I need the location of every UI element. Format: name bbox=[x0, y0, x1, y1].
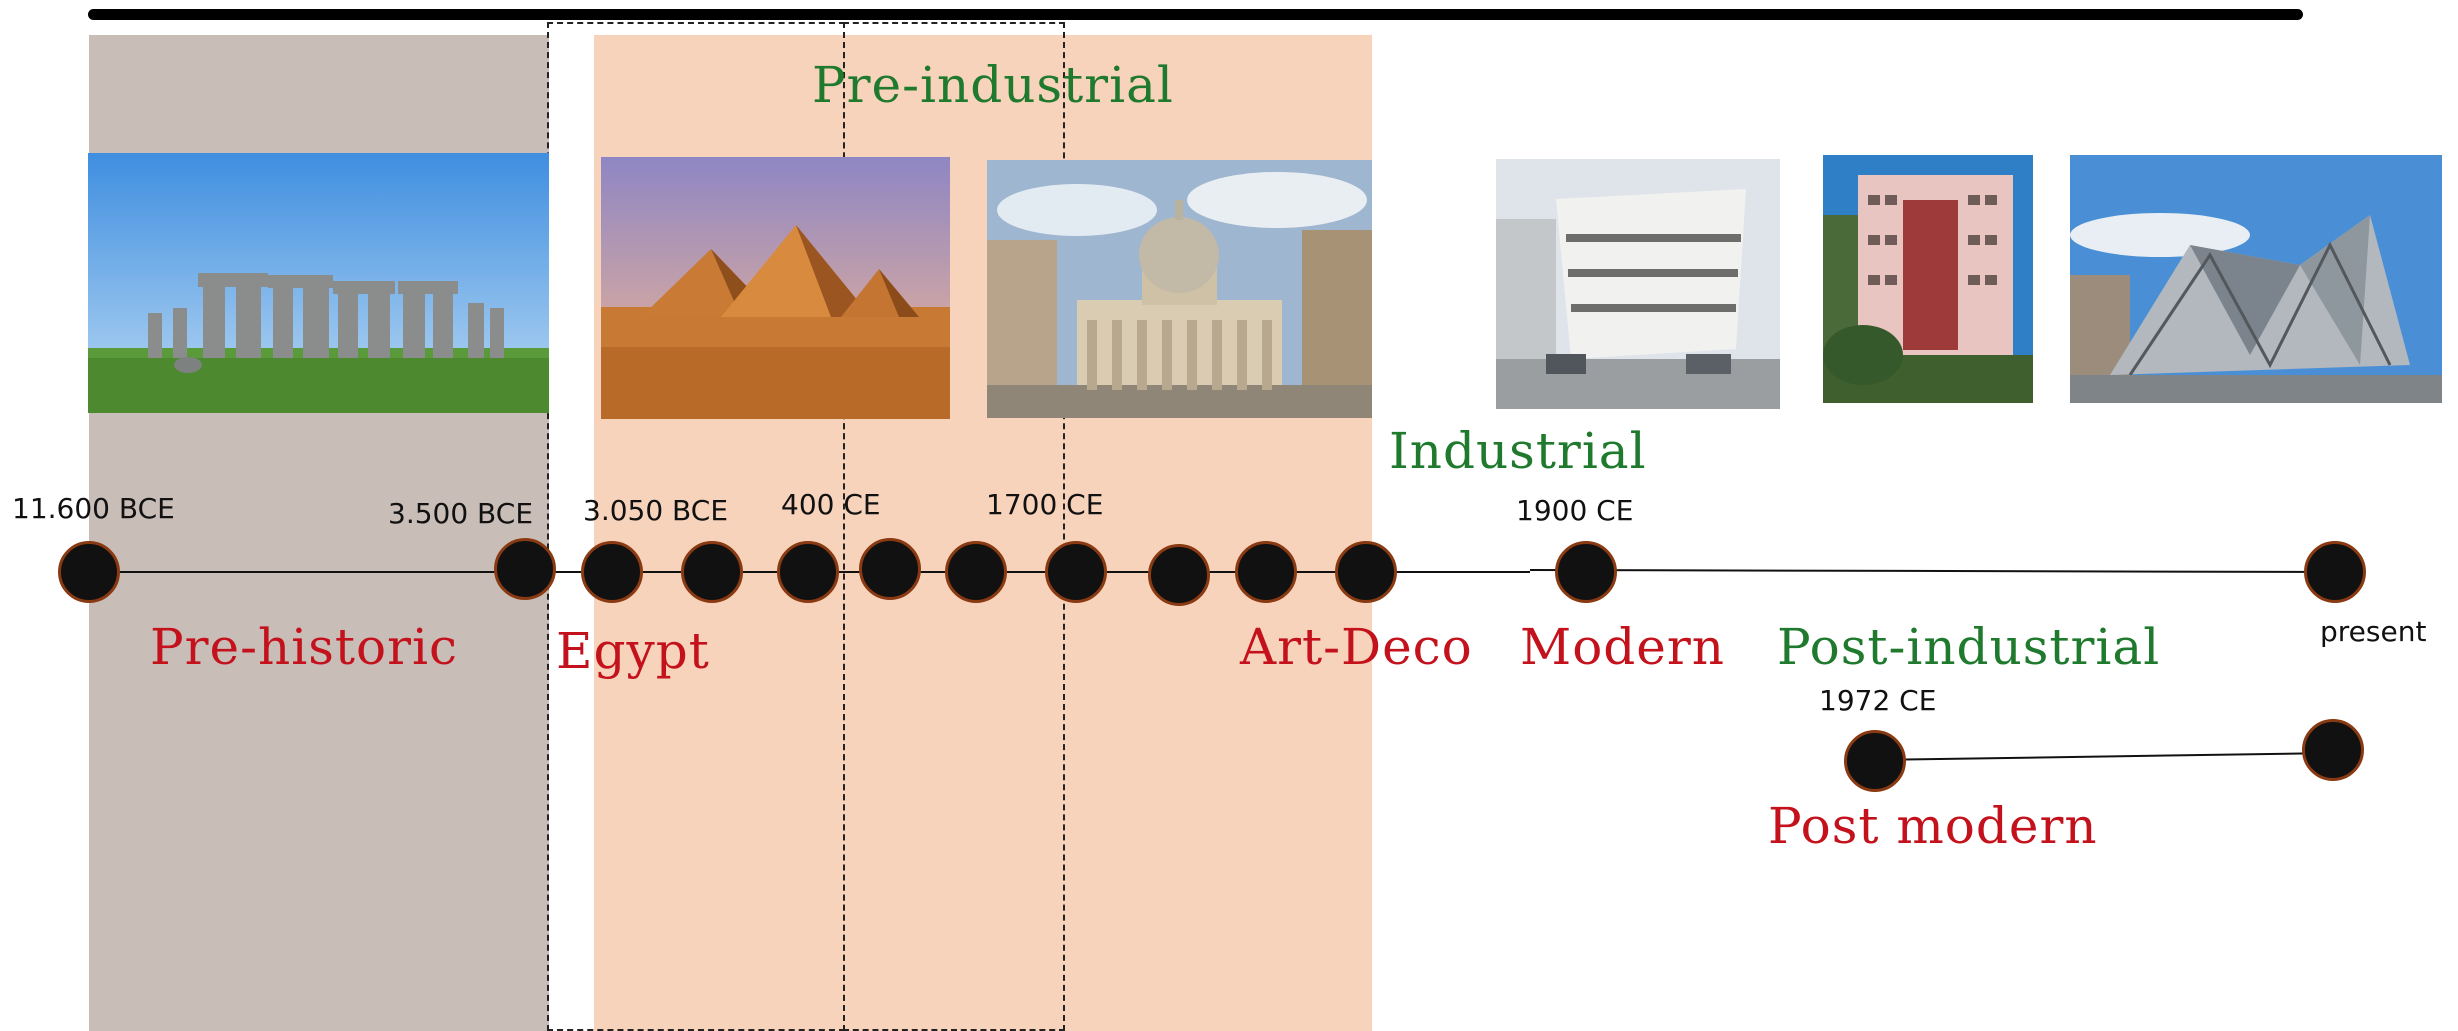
style-label-art-deco: Art-Deco bbox=[1240, 618, 1473, 676]
date-label-11600-bce: 11.600 BCE bbox=[12, 492, 175, 525]
timeline-dot[interactable] bbox=[1235, 541, 1297, 603]
timeline-dot-3500-bce[interactable] bbox=[494, 538, 556, 600]
era-label-post-industrial: Post-industrial bbox=[1777, 618, 2160, 676]
timeline-dot-400-ce[interactable] bbox=[777, 541, 839, 603]
timeline-dot-post-modern-end[interactable] bbox=[2302, 719, 2364, 781]
timeline-dot-1900-ce[interactable] bbox=[1555, 541, 1617, 603]
timeline-dot[interactable] bbox=[859, 538, 921, 600]
timeline-dot-art-deco[interactable] bbox=[1335, 541, 1397, 603]
timeline-dot[interactable] bbox=[945, 541, 1007, 603]
date-label-400-ce: 400 CE bbox=[781, 488, 881, 521]
timeline-dot-11600-bce[interactable] bbox=[58, 541, 120, 603]
timeline-dot-1700-ce[interactable] bbox=[1045, 541, 1107, 603]
style-label-pre-historic: Pre-historic bbox=[150, 618, 458, 676]
style-label-egypt: Egypt bbox=[556, 622, 710, 680]
timeline-dot-3050-bce[interactable] bbox=[581, 541, 643, 603]
date-label-present: present bbox=[2320, 615, 2426, 648]
era-label-pre-industrial: Pre-industrial bbox=[812, 56, 1174, 114]
timeline-dot[interactable] bbox=[681, 541, 743, 603]
timeline-dot-1972-ce[interactable] bbox=[1844, 730, 1906, 792]
date-label-3500-bce: 3.500 BCE bbox=[388, 497, 533, 530]
style-label-post-modern: Post modern bbox=[1768, 797, 2098, 855]
date-label-1700-ce: 1700 CE bbox=[986, 488, 1103, 521]
date-label-1900-ce: 1900 CE bbox=[1516, 494, 1633, 527]
date-label-3050-bce: 3.050 BCE bbox=[583, 494, 728, 527]
era-label-industrial: Industrial bbox=[1389, 422, 1647, 480]
date-label-1972-ce: 1972 CE bbox=[1819, 684, 1936, 717]
timeline-dot[interactable] bbox=[1148, 544, 1210, 606]
style-label-modern: Modern bbox=[1520, 618, 1725, 676]
timeline-dot-present[interactable] bbox=[2304, 541, 2366, 603]
